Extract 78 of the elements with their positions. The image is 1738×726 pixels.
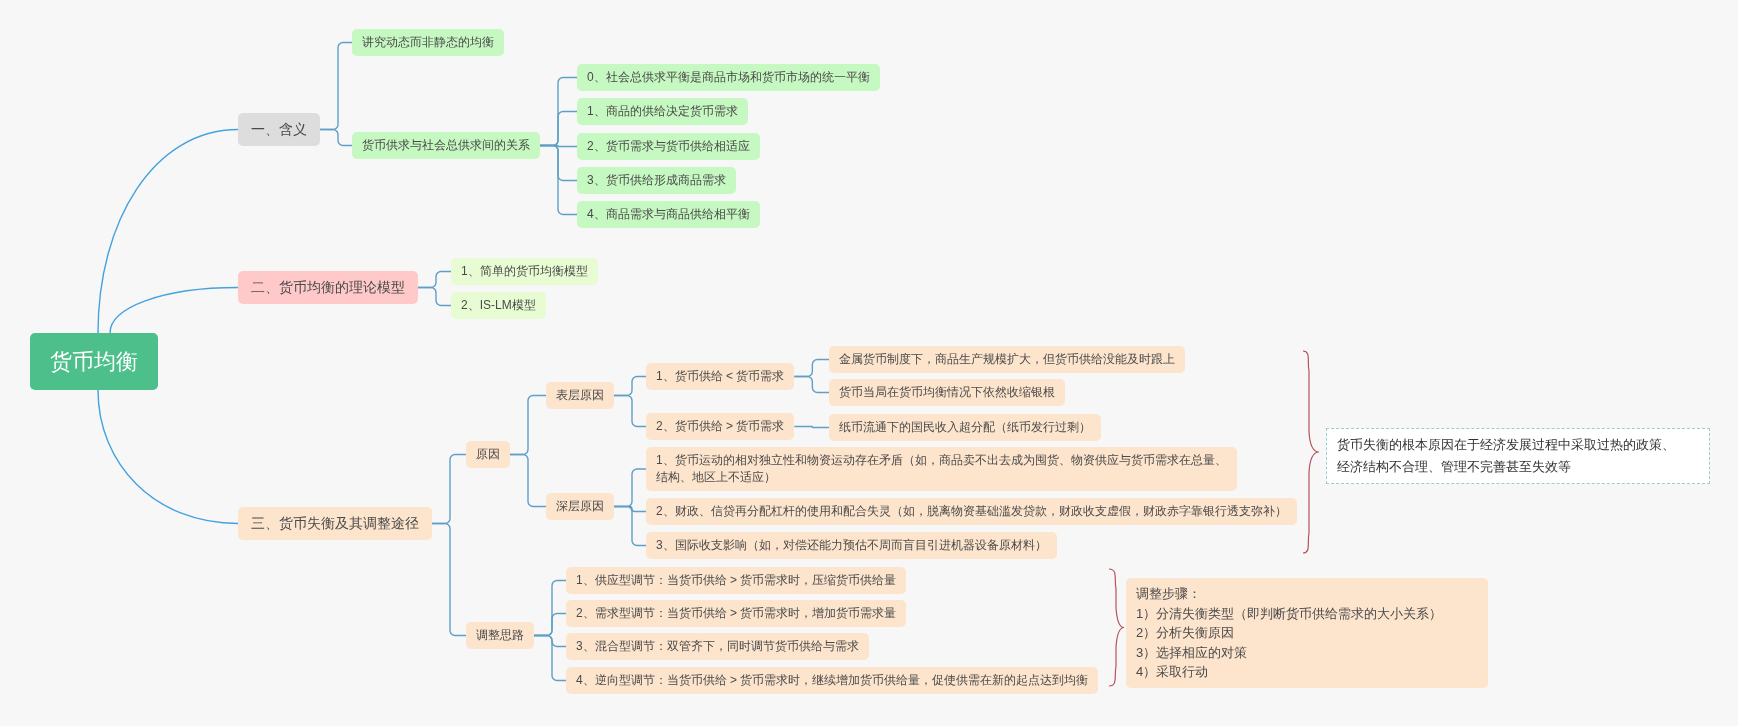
summary-note — [1326, 428, 1710, 484]
subtopic — [546, 493, 614, 520]
topic-label: 原因 — [476, 446, 500, 463]
central-topic — [30, 333, 158, 390]
topic-label: 2、需求型调节：当货币供给 > 货币需求时，增加货币需求量 — [576, 605, 897, 622]
note-text: 货币失衡的根本原因在于经济发展过程中采取过热的政策、经济结构不合理、管理不完善甚至失效等 — [1337, 436, 1676, 476]
topic-label: 0、社会总供求平衡是商品市场和货币市场的统一平衡 — [587, 69, 870, 86]
topic-label: 2、财政、信贷再分配杠杆的使用和配合失灵（如，脱离物资基础滥发贷款，财政收支虚假，财政赤字靠银行透支弥补） — [656, 503, 1287, 520]
subtopic — [451, 292, 546, 319]
topic-label: 金属货币制度下，商品生产规模扩大，但货币供给没能及时跟上 — [839, 351, 1175, 368]
topic-label: 1、货币供给 < 货币需求 — [656, 368, 785, 385]
topic-label: 一、含义 — [251, 120, 307, 139]
subtopic — [646, 532, 1057, 559]
note-line: 调整步骤： — [1136, 585, 1202, 603]
topic-label: 1、商品的供给决定货币需求 — [587, 103, 738, 120]
subtopic — [646, 363, 795, 390]
connector-line — [613, 394, 647, 428]
subtopic — [577, 64, 880, 91]
subtopic — [577, 98, 748, 125]
topic-label: 货币供求与社会总供求间的关系 — [362, 137, 530, 154]
subtopic — [352, 29, 504, 56]
topic-label: 4、商品需求与商品供给相平衡 — [587, 206, 750, 223]
topic-label: 1、简单的货币均衡模型 — [461, 263, 588, 280]
topic-label: 三、货币失衡及其调整途径 — [251, 514, 419, 533]
subtopic — [646, 498, 1297, 525]
main-topic — [238, 113, 320, 146]
connector-line — [97, 128, 239, 334]
subtopic — [577, 133, 760, 160]
topic-label: 2、IS-LM模型 — [461, 297, 536, 314]
topic-label: 深层原因 — [556, 498, 604, 515]
topic-label: 讲究动态而非静态的均衡 — [362, 34, 494, 51]
subtopic — [352, 132, 540, 159]
subtopic — [577, 201, 760, 228]
topic-label: 调整思路 — [476, 627, 524, 644]
connector-line — [109, 286, 239, 334]
subtopic — [646, 447, 1237, 491]
subtopic — [466, 622, 534, 649]
note-line: 3）选择相应的对策 — [1136, 643, 1249, 662]
main-topic — [238, 271, 418, 304]
topic-label: 表层原因 — [556, 387, 604, 404]
topic-label: 二、货币均衡的理论模型 — [251, 278, 405, 297]
main-topic — [238, 507, 432, 540]
subtopic — [577, 167, 736, 194]
connector-line — [417, 286, 452, 307]
note-line: 1）分清失衡类型（即判断货币供给需求的大小关系） — [1136, 604, 1444, 623]
note-line: 2）分析失衡原因 — [1136, 624, 1236, 642]
topic-label: 货币均衡 — [50, 347, 138, 376]
topic-label: 1、货币运动的相对独立性和物资运动存在矛盾（如，商品卖不出去成为囤货、物资供应与货币需求在总量、结构、地区上不适应） — [656, 452, 1227, 486]
subtopic — [566, 600, 907, 627]
connector-line — [97, 389, 239, 525]
topic-label: 4、逆向型调节：当货币供给 > 货币需求时，继续增加货币供给量，促使供需在新的起点达到均衡 — [576, 672, 1089, 689]
topic-label: 3、货币供给形成商品需求 — [587, 172, 726, 189]
connector-line — [533, 634, 567, 682]
connector-line — [431, 522, 467, 637]
subtopic — [566, 667, 1099, 694]
subtopic — [546, 382, 614, 409]
connector-line — [319, 128, 353, 147]
subtopic — [646, 413, 795, 440]
subtopic — [829, 414, 1101, 441]
topic-label: 2、货币供给 > 货币需求 — [656, 418, 785, 435]
connector-line — [613, 505, 647, 547]
subtopic — [451, 258, 598, 285]
subtopic — [466, 441, 510, 468]
topic-label: 1、供应型调节：当货币供给 > 货币需求时，压缩货币供给量 — [576, 572, 897, 589]
topic-label: 纸币流通下的国民收入超分配（纸币发行过剩） — [839, 419, 1091, 436]
topic-label: 3、混合型调节：双管齐下，同时调节货币供给与需求 — [576, 638, 859, 655]
topic-label: 3、国际收支影响（如，对偿还能力预估不周而盲目引进机器设备原材料） — [656, 537, 1047, 554]
topic-label: 2、货币需求与货币供给相适应 — [587, 138, 750, 155]
connector-line — [793, 425, 830, 429]
connector-line — [793, 375, 830, 394]
note-card — [1126, 578, 1488, 688]
topic-label: 货币当局在货币均衡情况下依然收缩银根 — [839, 384, 1055, 401]
subtopic — [829, 346, 1185, 373]
subtopic — [566, 633, 869, 660]
connector-line — [539, 144, 578, 216]
subtopic — [566, 567, 907, 594]
subtopic — [829, 379, 1065, 406]
note-line: 4）采取行动 — [1136, 663, 1210, 681]
